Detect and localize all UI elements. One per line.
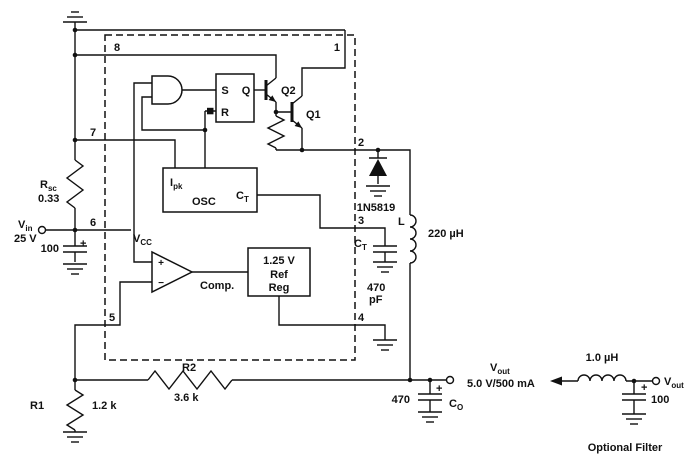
r1-label: R1 — [30, 400, 44, 412]
refreg-line1: 1.25 V — [263, 255, 295, 267]
wire-comp-minus-pin5 — [74, 281, 152, 380]
pin-6-label: 6 — [90, 217, 96, 229]
resistor-q2-emitter — [266, 115, 286, 149]
refreg-line3: Reg — [269, 282, 290, 294]
vout-terminal — [445, 375, 455, 385]
inductor-l-coil — [409, 214, 417, 264]
comparator-minus-label: − — [158, 278, 164, 289]
diode-label: 1N5819 — [357, 202, 396, 214]
wire-pin3-ct — [257, 194, 386, 262]
latch-q-label: Q — [242, 85, 251, 97]
latch-s-label: S — [221, 85, 228, 97]
ground-ct-cap — [372, 261, 398, 273]
ic-boundary — [104, 34, 356, 361]
vcc-label: VCC — [133, 233, 152, 247]
filter-vout-label: Vout — [664, 376, 684, 390]
junction-dots — [72, 27, 637, 384]
latch-r-label: R — [221, 107, 229, 119]
co-label: CO — [449, 398, 463, 412]
capacitor-ct — [373, 245, 397, 253]
q1-label: Q1 — [306, 109, 321, 121]
vin-terminal — [37, 225, 47, 235]
pin-5-label: 5 — [109, 312, 115, 324]
pin-7-label: 7 — [90, 127, 96, 139]
filter-cap-plus: + — [641, 382, 647, 394]
r2-value: 3.6 k — [174, 392, 199, 404]
transistor-q2 — [264, 77, 277, 103]
capacitor-input-100 — [63, 245, 87, 253]
ground-filter-cap — [621, 413, 647, 425]
pin-8-label: 8 — [114, 42, 120, 54]
ct-external-label: CT — [354, 238, 367, 252]
filter-vout-terminal — [651, 376, 661, 386]
latch-reset-input-marker — [207, 107, 214, 115]
ground-input-cap — [62, 263, 88, 275]
ground-diode — [365, 185, 391, 197]
ground-pin4 — [372, 339, 398, 351]
filter-inductor-value: 1.0 µH — [586, 352, 619, 364]
sr-latch — [215, 73, 255, 123]
pin-2-label: 2 — [358, 137, 364, 149]
co-value: 470 — [392, 394, 410, 406]
input-cap-plus: + — [80, 238, 86, 250]
comparator-plus-label: + — [158, 258, 164, 269]
and-gate — [151, 75, 183, 105]
wire-pin7 — [75, 139, 176, 168]
wire-top-rail-pin1 — [75, 29, 346, 96]
refreg-line2: Ref — [270, 269, 288, 281]
ipk-label: Ipk — [170, 177, 183, 191]
wire-q2-q1-link — [275, 102, 292, 150]
wire-filter — [562, 380, 653, 414]
r1-value: 1.2 k — [92, 400, 117, 412]
wire-input-rail — [45, 22, 131, 262]
vin-value: 25 V — [14, 233, 37, 245]
ref-reg-block — [247, 247, 311, 297]
osc-block — [162, 167, 258, 213]
co-plus: + — [436, 383, 442, 395]
wire-and-bottom-input — [141, 96, 205, 131]
ground-co — [417, 411, 443, 423]
vout-label: Vout — [490, 362, 510, 376]
wire-and-top-input — [133, 82, 152, 263]
capacitor-filter-100 — [622, 393, 646, 401]
resistor-r1 — [65, 389, 85, 431]
r2-label: R2 — [182, 362, 196, 374]
pin-4-label: 4 — [358, 312, 365, 324]
ground-top-left — [62, 11, 88, 23]
wire-refreg-pin4 — [278, 296, 386, 340]
diode-1n5819 — [369, 157, 387, 176]
wire-osc-reset — [204, 110, 216, 168]
wire-pin8 — [75, 54, 277, 78]
osc-label: OSC — [192, 196, 216, 208]
inductor-value: 220 µH — [428, 228, 464, 240]
resistor-rsc — [65, 159, 85, 209]
filter-inductor-coil — [577, 374, 627, 382]
filter-arrow-icon — [550, 376, 562, 386]
capacitor-co — [418, 393, 442, 401]
ct-value-1: 470 — [367, 282, 385, 294]
rsc-label: Rsc — [40, 179, 57, 193]
filter-cap-value: 100 — [651, 394, 669, 406]
wires — [45, 22, 653, 432]
ct-value-2: pF — [369, 294, 383, 306]
ct-internal-label: CT — [236, 190, 249, 204]
vin-label: Vin — [18, 219, 33, 233]
ground-r1 — [62, 431, 88, 443]
comparator — [151, 250, 194, 294]
optional-filter-label: Optional Filter — [588, 442, 663, 454]
input-cap-value: 100 — [41, 243, 59, 255]
q2-label: Q2 — [281, 85, 296, 97]
vout-value: 5.0 V/500 mA — [467, 378, 535, 390]
rsc-value: 0.33 — [38, 193, 59, 205]
pin-3-label: 3 — [358, 215, 364, 227]
inductor-label: L — [398, 216, 405, 228]
comparator-label: Comp. — [200, 280, 234, 292]
wire-pin2-rail — [276, 149, 411, 380]
resistor-r2 — [147, 369, 233, 391]
pin-1-label: 1 — [334, 42, 340, 54]
transistor-q1 — [290, 95, 303, 129]
